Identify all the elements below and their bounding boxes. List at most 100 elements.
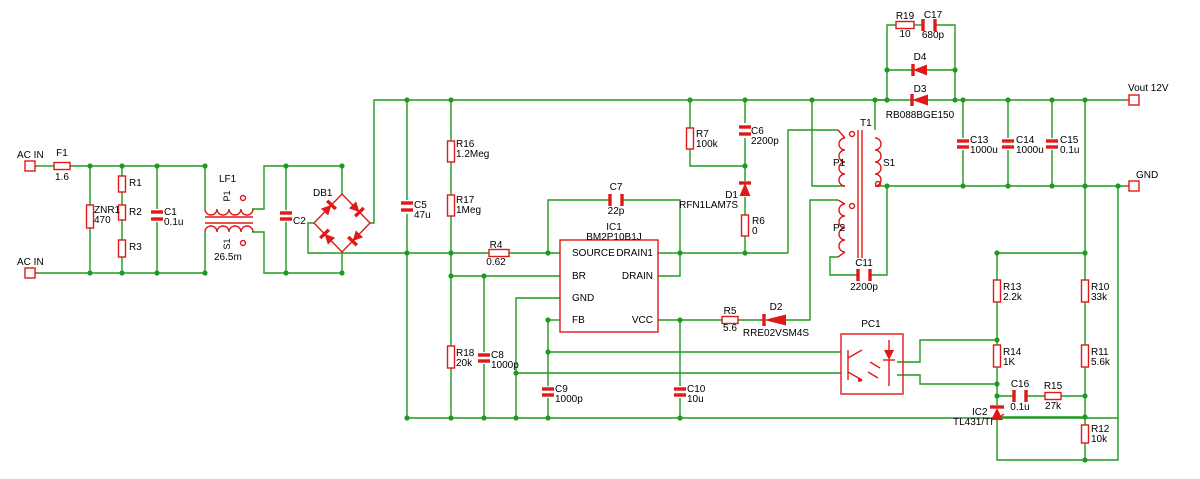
junction-dot-32	[677, 317, 683, 323]
resistor-R12	[1080, 424, 1090, 444]
value-R11: 5.6k	[1091, 357, 1111, 368]
ref-R4: R4	[490, 240, 503, 251]
value-IC2: TL431/TI	[953, 417, 993, 428]
common-mode-choke-LF1	[204, 194, 254, 247]
value-R10: 33k	[1091, 292, 1108, 303]
value-C5: 47u	[414, 210, 431, 221]
pin-drain1: DRAIN1	[616, 248, 653, 259]
resistor-R15	[1044, 391, 1062, 401]
capacitor-C10	[674, 387, 686, 397]
pin-vcc: VCC	[632, 315, 653, 326]
capacitor-C17	[921, 19, 937, 31]
junction-dot-37	[884, 97, 890, 103]
ref-R18: R18	[456, 348, 475, 359]
junction-dot-55	[994, 393, 1000, 399]
junction-dot-46	[1082, 183, 1088, 189]
port-ac-in-top	[24, 160, 36, 172]
transformer-T1	[837, 129, 882, 258]
junction-dot-25	[404, 415, 410, 421]
bridge-rectifier-DB1	[313, 192, 371, 254]
port-ac-in-bottom	[24, 267, 36, 279]
ref-PC1: PC1	[861, 319, 881, 330]
value-C13: 1000u	[970, 145, 998, 156]
ref-ZNR1: ZNR1	[94, 205, 121, 216]
diode-D3	[910, 94, 928, 106]
wire-18	[307, 222, 489, 254]
value-C11: 2200p	[850, 282, 878, 293]
port-vout	[1128, 94, 1140, 106]
ref-C10: C10	[687, 384, 706, 395]
junction-dot-52	[1082, 250, 1088, 256]
pin-fb: FB	[572, 315, 585, 326]
junction-dot-26	[448, 415, 454, 421]
resistor-R19	[895, 20, 915, 30]
ref-IC2: IC2	[972, 407, 988, 418]
ref-R14: R14	[1003, 347, 1022, 358]
wire-80	[897, 374, 997, 385]
wire-19	[370, 99, 890, 224]
resistor-R4	[488, 248, 510, 258]
port-vout-label: Vout 12V	[1128, 83, 1169, 94]
value-R12: 10k	[1091, 434, 1108, 445]
junction-dot-45	[1049, 183, 1055, 189]
junction-dot-27	[481, 415, 487, 421]
capacitor-C11	[856, 269, 872, 281]
ref-R10: R10	[1091, 282, 1110, 293]
capacitor-C2	[280, 211, 292, 221]
capacitor-C8	[478, 353, 490, 363]
wire-33	[622, 199, 681, 254]
ref-IC1: IC1	[606, 222, 622, 233]
junction-dot-36	[872, 97, 878, 103]
junction-dot-34	[513, 370, 519, 376]
ref-C6: C6	[751, 126, 764, 137]
ref-R16: R16	[456, 139, 475, 150]
component-layer	[24, 19, 1140, 444]
ref-R6: R6	[752, 216, 765, 227]
resistor-R7	[685, 127, 695, 150]
junction-dot-1	[87, 163, 93, 169]
T1-p2-label: P2	[833, 223, 846, 234]
ref-C13: C13	[970, 135, 989, 146]
junction-dot-4	[202, 163, 208, 169]
resistor-F1	[53, 161, 71, 171]
wire-34	[658, 253, 681, 277]
ref-D1: D1	[725, 190, 738, 201]
capacitor-C13	[957, 139, 969, 149]
port-gnd	[1128, 180, 1140, 192]
junction-dot-2	[119, 163, 125, 169]
value-D1: RFN1LAM7S	[679, 200, 738, 211]
ref-R13: R13	[1003, 282, 1022, 293]
wire-layer	[38, 24, 1125, 463]
value-ZNR1: 470	[94, 215, 111, 226]
ref-C11: C11	[855, 258, 873, 269]
capacitor-C6	[739, 125, 751, 136]
ref-F1: F1	[56, 148, 68, 159]
wire-54	[829, 256, 858, 276]
ref-C16: C16	[1011, 379, 1030, 390]
junction-dot-33	[545, 349, 551, 355]
value-D3: RB088BGE150	[886, 110, 955, 121]
value-R15: 27k	[1045, 401, 1062, 412]
wire-47	[689, 149, 745, 167]
value-C1: 0.1u	[164, 217, 183, 228]
ref-R15: R15	[1044, 381, 1063, 392]
value-C8: 1000p	[491, 360, 519, 371]
value-R5: 5.6	[723, 323, 737, 334]
resistor-R2	[117, 204, 127, 221]
resistor-R13	[992, 279, 1002, 303]
junction-dot-35	[742, 163, 748, 169]
junction-dot-5	[87, 270, 93, 276]
junction-dot-42	[1082, 97, 1088, 103]
junction-dot-29	[545, 415, 551, 421]
ref-C1: C1	[164, 207, 177, 218]
LF1-s-label: S1	[222, 238, 232, 249]
value-R4: 0.62	[486, 257, 506, 268]
wire-15	[252, 231, 343, 274]
junction-dot-50	[884, 183, 890, 189]
wire-57	[870, 185, 888, 276]
junction-dot-22	[742, 250, 748, 256]
junction-dot-28	[513, 415, 519, 421]
port-gnd-label: GND	[1136, 170, 1158, 181]
capacitor-C15	[1046, 139, 1058, 149]
